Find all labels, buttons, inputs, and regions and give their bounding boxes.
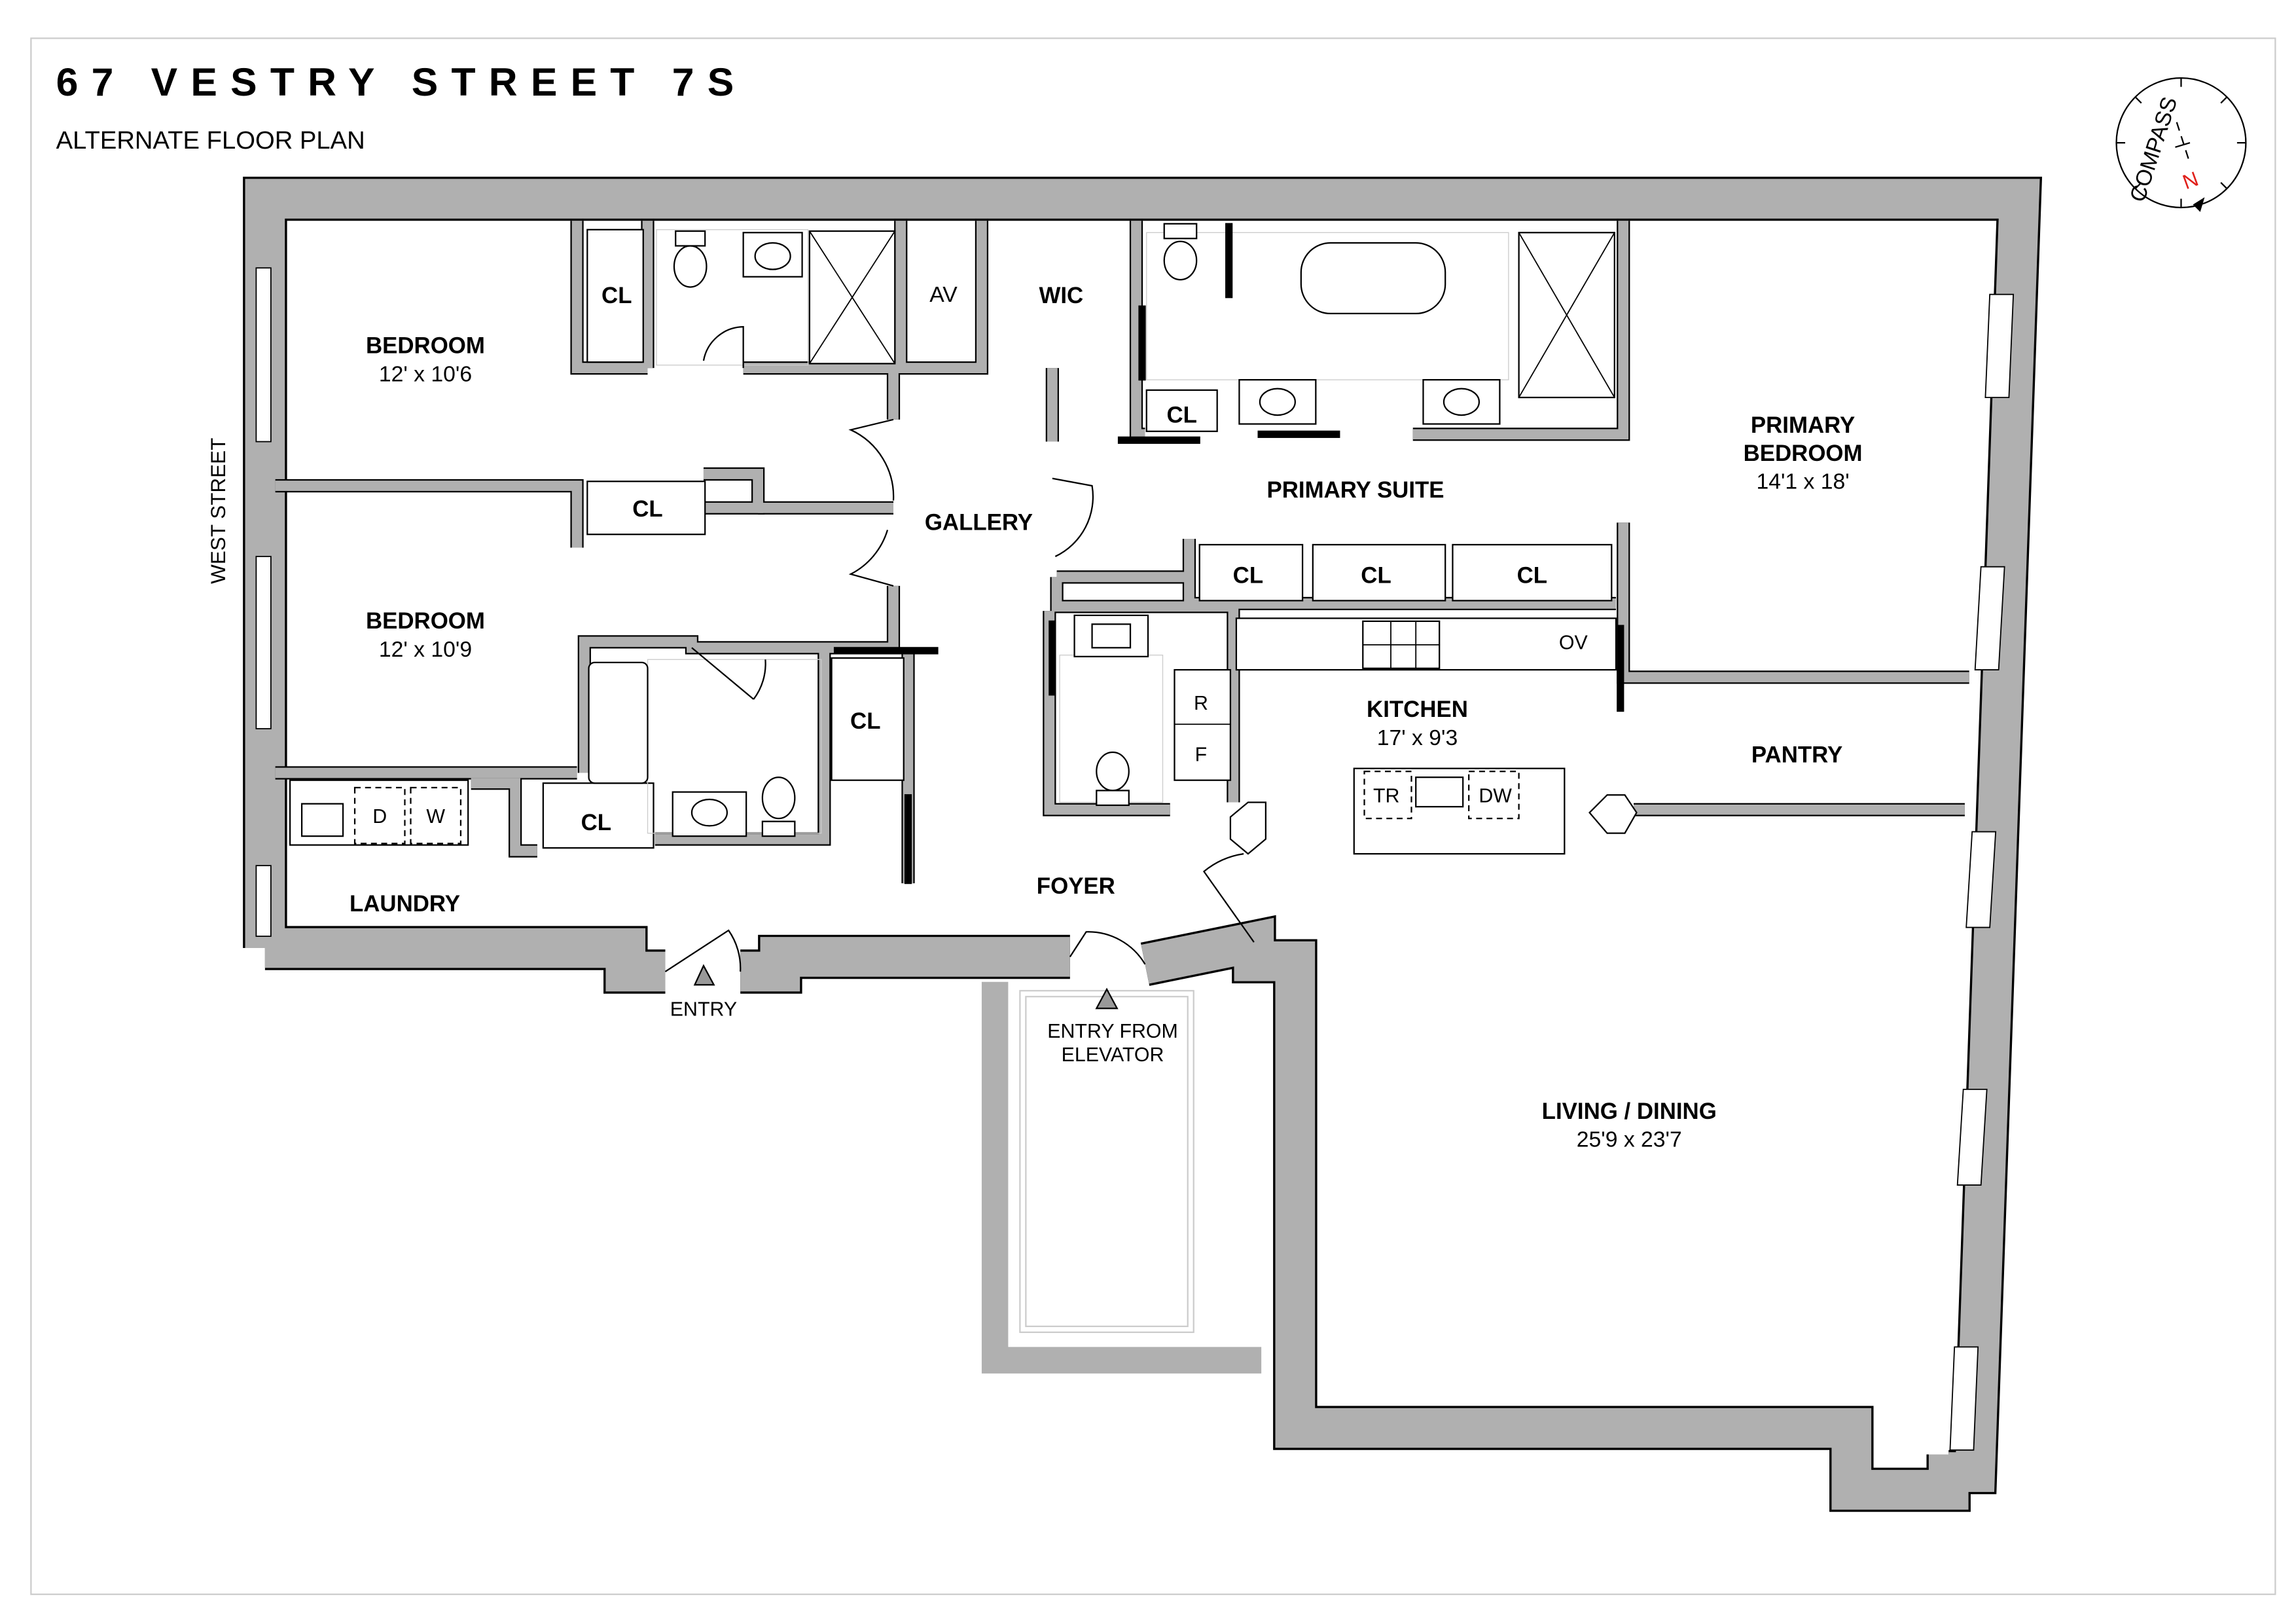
- closet-label: CL: [1166, 402, 1196, 428]
- compass-icon: COMPASS N: [2115, 77, 2247, 212]
- room-bedroom-2: BEDROOM 12' x 10'9: [366, 608, 485, 662]
- dryer-label: D: [372, 806, 387, 828]
- laundry-label: LAUNDRY: [350, 891, 460, 917]
- room-dims: 17' x 9'3: [1377, 725, 1458, 750]
- elevator-entry-label: ENTRY FROM: [1047, 1021, 1178, 1042]
- page-subtitle: ALTERNATE FLOOR PLAN: [56, 126, 365, 155]
- elevator-entry-label: ELEVATOR: [1062, 1044, 1164, 1066]
- page-frame: [30, 37, 2276, 1596]
- range-label: R: [1194, 693, 1208, 714]
- room-name: KITCHEN: [1367, 697, 1468, 722]
- room-dims: 25'9 x 23'7: [1577, 1127, 1682, 1152]
- washer-label: W: [426, 806, 445, 828]
- room-name: BEDROOM: [366, 333, 485, 359]
- closet-label: CL: [850, 708, 880, 734]
- room-bedroom-1: BEDROOM 12' x 10'6: [366, 333, 485, 387]
- millwork: [289, 228, 1638, 855]
- closet-label: CL: [1361, 562, 1391, 588]
- room-dims: 12' x 10'6: [379, 361, 472, 386]
- av-label: AV: [929, 282, 958, 307]
- pantry-label: PANTRY: [1751, 742, 1842, 768]
- gallery-label: GALLERY: [925, 509, 1033, 535]
- page-title: 67 VESTRY STREET 7S: [56, 60, 747, 104]
- room-living-dining: LIVING / DINING 25'9 x 23'7: [1542, 1099, 1717, 1152]
- room-dims: 12' x 10'9: [379, 637, 472, 662]
- doors: [664, 223, 1624, 1010]
- compass-label: COMPASS: [2125, 94, 2182, 205]
- compass-north: N: [2179, 167, 2201, 194]
- room-name: LIVING / DINING: [1542, 1099, 1717, 1124]
- room-name: PRIMARY: [1751, 412, 1855, 438]
- closet-label: CL: [1517, 562, 1547, 588]
- room-primary-bedroom: PRIMARY BEDROOM 14'1 x 18': [1744, 412, 1863, 494]
- fridge-label: F: [1195, 744, 1208, 765]
- oven-label: OV: [1559, 632, 1588, 654]
- closet-label: CL: [632, 496, 662, 522]
- dishwasher-label: DW: [1479, 785, 1512, 807]
- closet-label: CL: [601, 283, 632, 308]
- entry-label: ENTRY: [670, 998, 737, 1020]
- wic-label: WIC: [1039, 283, 1083, 308]
- windows: [255, 267, 2015, 1451]
- room-name: BEDROOM: [366, 608, 485, 634]
- closet-label: CL: [1233, 562, 1263, 588]
- foyer-label: FOYER: [1037, 873, 1115, 899]
- room-name: BEDROOM: [1744, 441, 1863, 466]
- closet-label: CL: [581, 810, 611, 835]
- street-label: WEST STREET: [207, 438, 230, 584]
- bath-fixtures: [588, 223, 1615, 837]
- primary-suite-label: PRIMARY SUITE: [1267, 477, 1444, 503]
- room-dims: 14'1 x 18': [1756, 469, 1849, 494]
- trash-label: TR: [1373, 785, 1399, 807]
- room-kitchen: KITCHEN 17' x 9'3: [1367, 697, 1468, 750]
